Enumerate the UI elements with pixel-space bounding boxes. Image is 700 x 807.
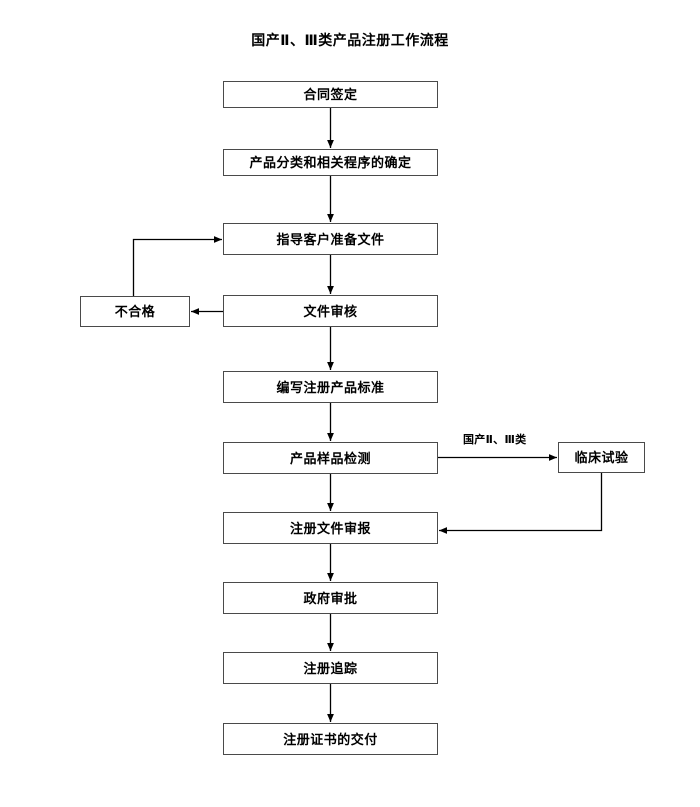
node-write-product-standard[interactable]: 编写注册产品标准 (223, 371, 438, 403)
node-government-approval[interactable]: 政府审批 (223, 582, 438, 614)
edge-label-domestic-class-2-3: 国产Ⅱ、Ⅲ类 (463, 434, 527, 446)
page-title: 国产Ⅱ、Ⅲ类产品注册工作流程 (251, 32, 449, 48)
edge-n8-n9 (439, 473, 603, 534)
node-registration-submission[interactable]: 注册文件审报 (223, 512, 438, 544)
node-sample-testing[interactable]: 产品样品检测 (223, 442, 438, 474)
node-product-classification[interactable]: 产品分类和相关程序的确定 (223, 149, 438, 176)
node-contract-signing[interactable]: 合同签定 (223, 81, 438, 108)
node-certificate-delivery[interactable]: 注册证书的交付 (223, 723, 438, 755)
node-clinical-trial[interactable]: 临床试验 (558, 442, 645, 473)
node-guide-client-prepare-docs[interactable]: 指导客户准备文件 (223, 223, 438, 255)
node-registration-tracking[interactable]: 注册追踪 (223, 652, 438, 684)
node-document-review[interactable]: 文件审核 (223, 295, 438, 327)
node-rejected[interactable]: 不合格 (80, 296, 190, 327)
edge-n5-n3 (132, 236, 222, 296)
